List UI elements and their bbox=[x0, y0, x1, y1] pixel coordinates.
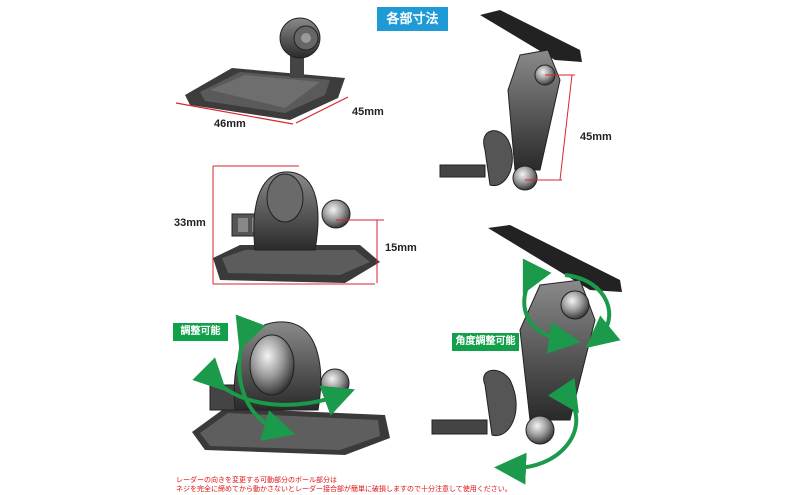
rotation-arrow-horizontal bbox=[192, 357, 355, 416]
adjustable-badge: 調整可能 bbox=[173, 323, 228, 341]
rotation-arrow-lower bbox=[494, 377, 579, 485]
angle-adjustable-badge: 角度調整可能 bbox=[452, 333, 519, 351]
rotation-arrow-upper bbox=[522, 258, 581, 354]
label-joint-height: 15mm bbox=[385, 242, 417, 254]
dimension-line-depth bbox=[295, 96, 349, 124]
adjustable-view bbox=[192, 314, 390, 455]
arm-angle-view bbox=[431, 225, 622, 485]
arm-view bbox=[439, 10, 582, 191]
dimension-line-width bbox=[175, 102, 294, 125]
base-side-view bbox=[212, 165, 384, 285]
caution-note-line1: レーダーの向きを変更する可動部分のボール部分は bbox=[176, 477, 337, 484]
base-top-view bbox=[175, 17, 349, 125]
label-total-height: 33mm bbox=[174, 217, 206, 229]
label-base-depth: 45mm bbox=[352, 106, 384, 118]
page-title: 各部寸法 bbox=[377, 7, 448, 31]
dimension-line-arm bbox=[559, 74, 573, 181]
label-base-width: 46mm bbox=[214, 118, 246, 130]
caution-note-line2: ネジを完全に締めてから動かさないとレーダー接合部が簡単に破損しますので十分注意し… bbox=[176, 486, 512, 493]
rotation-arrow-upper-right bbox=[564, 273, 621, 349]
label-arm-length: 45mm bbox=[580, 131, 612, 143]
